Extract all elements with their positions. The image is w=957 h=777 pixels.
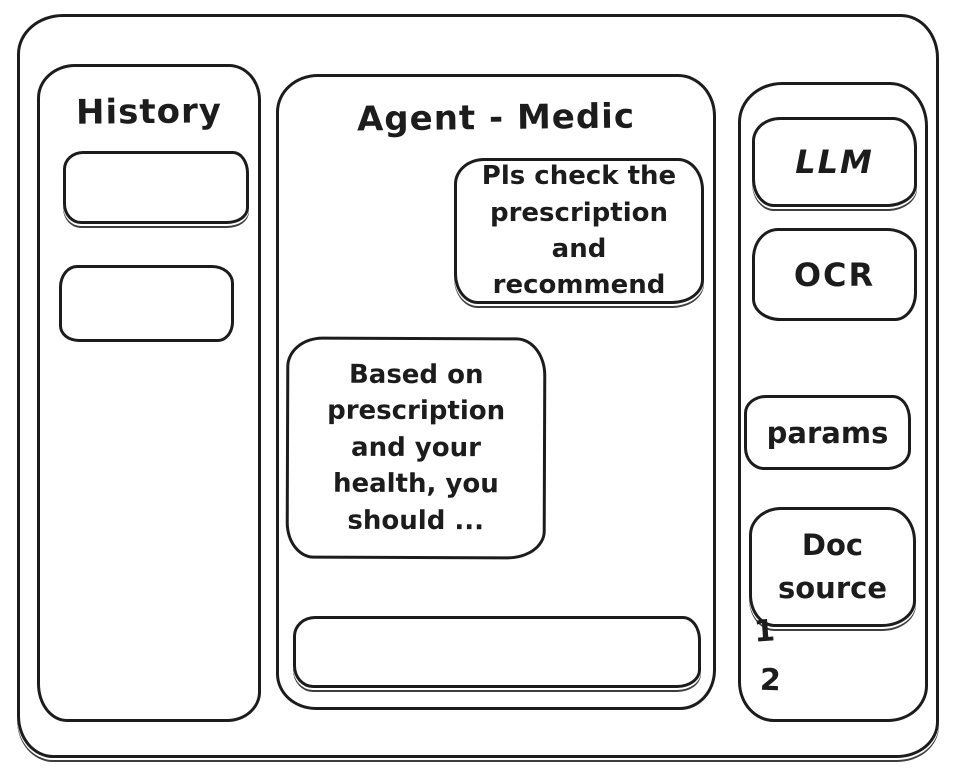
doc-source-button[interactable]: Doc source — [749, 507, 916, 627]
chat-title: Agent - Medic — [356, 96, 636, 140]
ocr-button[interactable]: OCR — [752, 228, 917, 321]
history-title: History — [75, 91, 223, 133]
doc-source-item[interactable]: 2 — [759, 662, 782, 699]
user-message-bubble: Pls check the prescription and recommend — [454, 158, 704, 304]
params-button[interactable]: params — [744, 395, 911, 470]
doc-source-item[interactable]: 1 — [752, 613, 777, 650]
history-item[interactable] — [63, 151, 249, 224]
llm-button[interactable]: LLM — [752, 117, 917, 207]
agent-message-bubble: Based on prescription and your health, y… — [285, 336, 547, 560]
history-item[interactable] — [59, 265, 234, 342]
message-input[interactable] — [293, 616, 701, 688]
